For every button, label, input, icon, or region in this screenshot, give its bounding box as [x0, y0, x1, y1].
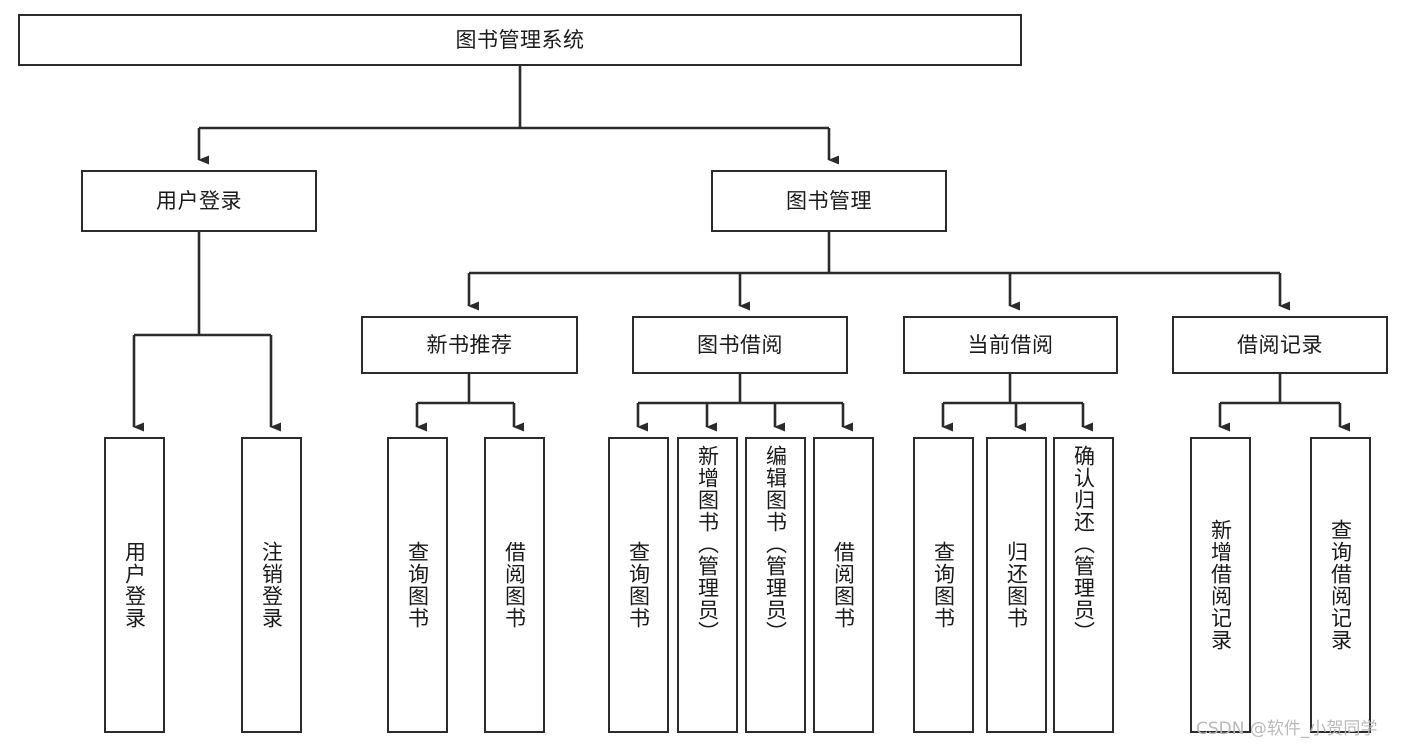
node-user-login-label: 用户登录	[156, 188, 242, 213]
node-leaf-query-book-3-label: 查询图书	[931, 541, 956, 629]
node-root-label: 图书管理系统	[455, 27, 585, 52]
node-leaf-return-book[interactable]: 归还图书	[986, 437, 1047, 733]
node-leaf-add-book[interactable]: 新增图书（管理员）	[677, 437, 738, 733]
node-leaf-user-login-label: 用户登录	[122, 541, 147, 629]
node-book-borrow-label: 图书借阅	[697, 332, 783, 357]
node-current-borrow[interactable]: 当前借阅	[903, 316, 1118, 374]
node-leaf-query-book-3[interactable]: 查询图书	[913, 437, 974, 733]
node-new-book-recommend[interactable]: 新书推荐	[361, 316, 578, 374]
node-leaf-query-book-2-label: 查询图书	[626, 541, 651, 629]
node-leaf-query-book-1-label: 查询图书	[405, 541, 430, 629]
node-borrow-record[interactable]: 借阅记录	[1172, 316, 1388, 374]
node-leaf-user-login[interactable]: 用户登录	[104, 437, 165, 733]
node-leaf-query-borrow-record-label: 查询借阅记录	[1328, 519, 1353, 651]
node-leaf-borrow-book-1-label: 借阅图书	[502, 541, 527, 629]
node-leaf-edit-book[interactable]: 编辑图书（管理员）	[745, 437, 806, 733]
node-user-login[interactable]: 用户登录	[81, 170, 317, 232]
node-leaf-borrow-book-1[interactable]: 借阅图书	[484, 437, 545, 733]
node-leaf-logout[interactable]: 注销登录	[241, 437, 302, 733]
node-leaf-confirm-return[interactable]: 确认归还（管理员）	[1053, 437, 1114, 733]
node-leaf-return-book-label: 归还图书	[1004, 541, 1029, 629]
node-new-book-recommend-label: 新书推荐	[426, 332, 513, 357]
node-borrow-record-label: 借阅记录	[1237, 332, 1323, 357]
node-book-manage-label: 图书管理	[786, 188, 872, 213]
node-leaf-add-borrow-record-label: 新增借阅记录	[1208, 519, 1233, 651]
node-book-borrow[interactable]: 图书借阅	[632, 316, 848, 374]
node-leaf-logout-label: 注销登录	[259, 541, 284, 629]
node-leaf-query-borrow-record[interactable]: 查询借阅记录	[1310, 437, 1371, 733]
node-leaf-confirm-return-label: 确认归还（管理员）	[1071, 445, 1096, 643]
csdn-watermark: CSDN @软件_小贺同学	[1196, 719, 1378, 739]
node-leaf-edit-book-label: 编辑图书（管理员）	[763, 445, 788, 643]
node-leaf-borrow-book-2[interactable]: 借阅图书	[813, 437, 874, 733]
node-current-borrow-label: 当前借阅	[967, 332, 1054, 357]
node-leaf-add-book-label: 新增图书（管理员）	[695, 445, 720, 643]
node-book-manage[interactable]: 图书管理	[711, 170, 947, 232]
node-leaf-query-book-2[interactable]: 查询图书	[608, 437, 669, 733]
node-leaf-borrow-book-2-label: 借阅图书	[831, 541, 856, 629]
node-leaf-add-borrow-record[interactable]: 新增借阅记录	[1190, 437, 1251, 733]
node-root[interactable]: 图书管理系统	[18, 14, 1022, 66]
node-leaf-query-book-1[interactable]: 查询图书	[387, 437, 448, 733]
